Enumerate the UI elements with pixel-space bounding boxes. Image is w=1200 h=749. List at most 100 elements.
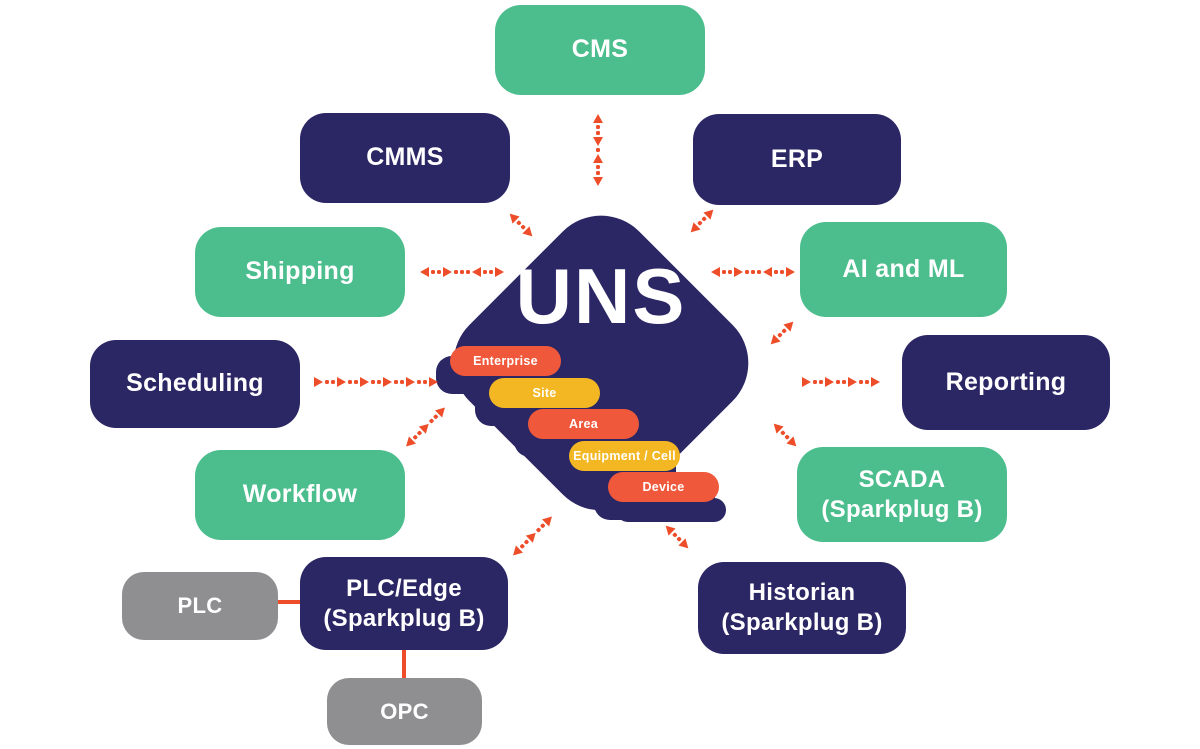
hierarchy-pill-area: Area [528, 409, 639, 439]
arrow-dot [777, 332, 783, 338]
arrow-dot [354, 380, 358, 384]
node-label: PLC/Edge (Sparkplug B) [323, 574, 485, 632]
arrow-head [734, 267, 743, 277]
arrow-dot [412, 434, 419, 441]
arrow-head [443, 267, 452, 277]
node-label: Reporting [945, 367, 1067, 396]
arrow-workflow-uns [402, 404, 449, 450]
arrow-dot [701, 216, 707, 222]
arrow-dot [416, 430, 423, 436]
arrow-dot [836, 380, 840, 384]
arrow-head [360, 377, 369, 387]
arrow-head [420, 267, 429, 277]
arrow-dot [483, 270, 487, 274]
arrow-dot [813, 380, 817, 384]
node-label: Historian (Sparkplug B) [721, 579, 883, 636]
arrow-dot [489, 270, 493, 274]
arrow-dot [417, 380, 421, 384]
node-label: Scheduling [126, 369, 264, 398]
node-scada: SCADA (Sparkplug B) [797, 447, 1007, 542]
arrow-head [825, 377, 834, 387]
arrow-dot [745, 270, 749, 274]
arrow-dot [466, 270, 470, 274]
stair-step [616, 498, 726, 522]
node-plc-edge: PLC/Edge (Sparkplug B) [300, 557, 508, 650]
arrow-dot [781, 328, 787, 334]
arrow-dot [331, 380, 335, 384]
arrow-dot [751, 270, 755, 274]
arrow-dot [371, 380, 375, 384]
arrow-dot [437, 270, 441, 274]
pill-label: Enterprise [473, 354, 538, 368]
arrow-dot [596, 125, 600, 129]
node-cmms: CMMS [300, 113, 510, 203]
arrow-head [406, 377, 415, 387]
wire-plc-to-plc-edge [270, 600, 304, 604]
hierarchy-pill-site: Site [489, 378, 600, 408]
arrow-head [495, 267, 504, 277]
arrow-head [763, 267, 772, 277]
arrow-dot [400, 380, 404, 384]
arrow-head [337, 377, 346, 387]
arrow-head [593, 137, 603, 146]
node-label: Shipping [245, 257, 355, 286]
arrow-dot [865, 380, 869, 384]
uns-title: UNS [515, 252, 687, 340]
arrow-dot [596, 131, 600, 135]
node-scheduling: Scheduling [90, 340, 300, 428]
node-shipping: Shipping [195, 227, 405, 317]
arrow-dot [431, 270, 435, 274]
arrow-head [871, 377, 880, 387]
pill-label: Site [532, 386, 557, 400]
arrow-cms-uns [593, 114, 603, 186]
node-label: ERP [770, 144, 824, 173]
arrow-dot [432, 413, 439, 420]
pill-label: Area [569, 417, 598, 431]
arrow-head [429, 377, 438, 387]
arrow-dot [428, 418, 435, 424]
node-label: CMMS [366, 143, 444, 172]
hierarchy-pill-enterprise: Enterprise [450, 346, 561, 376]
arrow-head [593, 114, 603, 123]
node-label: SCADA (Sparkplug B) [821, 465, 983, 523]
arrow-dot [454, 270, 458, 274]
arrow-head [314, 377, 323, 387]
arrow-uns-scada [770, 420, 800, 450]
arrow-dot [519, 543, 526, 550]
arrow-dot [859, 380, 863, 384]
node-ai-ml: AI and ML [800, 222, 1007, 317]
node-opc: OPC [327, 678, 482, 745]
arrow-head [786, 267, 795, 277]
arrow-dot [842, 380, 846, 384]
arrow-plc-edge-uns [509, 513, 556, 559]
node-cms: CMS [495, 5, 705, 95]
arrow-dot [819, 380, 823, 384]
node-label: Workflow [242, 480, 358, 509]
arrow-dot [539, 522, 546, 529]
arrow-uns-upper-right [767, 318, 797, 348]
node-label: AI and ML [842, 254, 965, 283]
node-historian: Historian (Sparkplug B) [698, 562, 906, 654]
pill-label: Equipment / Cell [573, 449, 676, 463]
arrow-dot [722, 270, 726, 274]
arrow-head [593, 154, 603, 163]
arrow-head [711, 267, 720, 277]
arrow-dot [460, 270, 464, 274]
pill-label: Device [642, 480, 685, 494]
wire-plc-edge-to-opc [402, 648, 406, 682]
arrow-dot [757, 270, 761, 274]
hierarchy-pill-device: Device [608, 472, 719, 502]
arrow-dot [780, 270, 784, 274]
arrow-head [383, 377, 392, 387]
arrow-dot [596, 165, 600, 169]
arrow-dot [348, 380, 352, 384]
arrow-dot [325, 380, 329, 384]
node-label: OPC [380, 698, 429, 724]
arrow-dot [377, 380, 381, 384]
node-label: CMS [571, 35, 629, 64]
arrow-dot [423, 380, 427, 384]
arrow-head [472, 267, 481, 277]
arrow-cmms-uns [506, 210, 536, 240]
arrow-dot [596, 148, 600, 152]
